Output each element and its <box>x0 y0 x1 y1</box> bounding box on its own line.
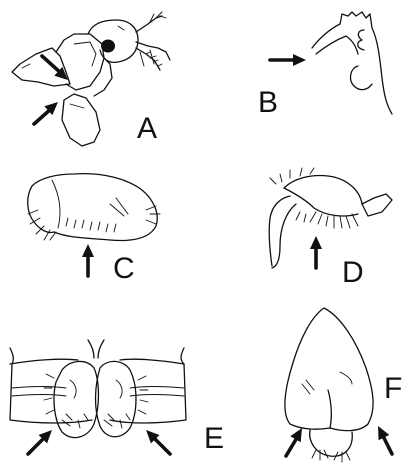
panel-a-label: A <box>137 112 157 145</box>
panel-c-drawing <box>28 174 160 241</box>
panel-d-label: D <box>342 256 364 289</box>
panel-a: A <box>12 12 170 146</box>
panel-e-arrow-left <box>28 426 56 454</box>
panel-d-arrow <box>310 236 322 268</box>
panel-c-arrow <box>82 244 94 276</box>
panel-f-arrow-left <box>286 425 307 456</box>
panel-d: D <box>269 168 392 289</box>
panel-e-arrow-right <box>142 426 170 454</box>
panel-e: E <box>10 340 224 455</box>
panel-b: B <box>258 12 392 119</box>
panel-e-drawing <box>10 340 186 438</box>
panel-f-arrow-right <box>373 423 392 454</box>
panel-a-arrow-lower <box>34 98 62 124</box>
panel-f: F <box>285 308 402 462</box>
panel-b-label: B <box>258 86 278 119</box>
panel-e-label: E <box>204 422 224 455</box>
panel-c-label: C <box>113 252 135 285</box>
panel-c: C <box>28 174 160 285</box>
panel-b-arrow <box>270 54 306 66</box>
panel-d-drawing <box>269 168 392 268</box>
panel-b-drawing <box>312 12 392 114</box>
panel-a-arrow-upper <box>42 56 72 84</box>
panel-f-label: F <box>384 372 402 405</box>
